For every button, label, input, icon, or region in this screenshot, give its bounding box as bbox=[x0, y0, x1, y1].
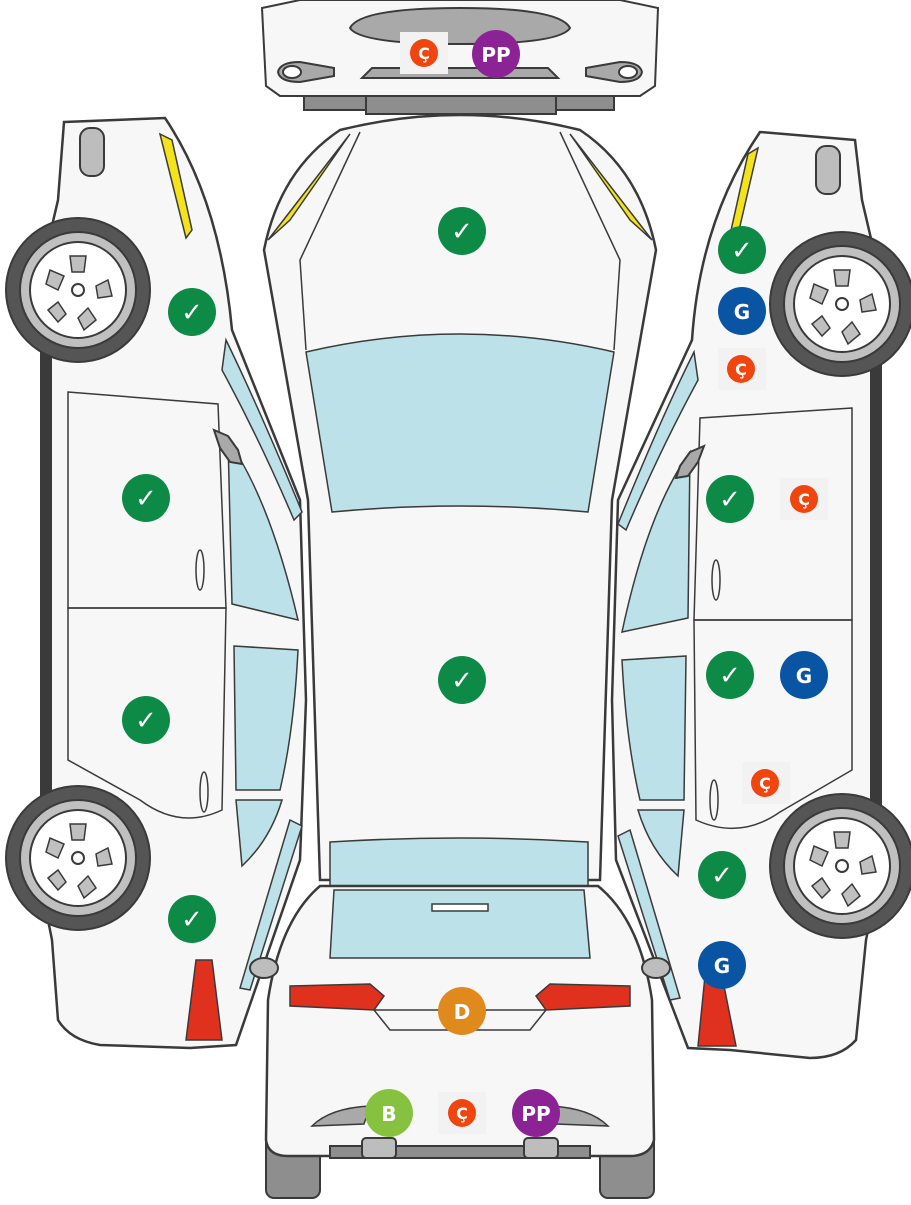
rear-mirror-right bbox=[642, 958, 670, 978]
front-bumper-lip bbox=[366, 96, 556, 114]
front-view bbox=[262, 0, 658, 114]
rear-glass bbox=[330, 890, 590, 958]
front-pp-label: PP bbox=[481, 43, 510, 67]
left-side-view bbox=[6, 118, 306, 1048]
roof-ok-label: ✓ bbox=[451, 666, 473, 696]
left-front-door-ok-badge[interactable]: ✓ bbox=[122, 474, 170, 522]
rear-view bbox=[250, 886, 670, 1198]
right-front-fender-painted-label: G bbox=[734, 300, 750, 324]
right-front-door-scratch-badge[interactable]: Ç bbox=[780, 478, 828, 520]
right-rear-fender-ok-badge[interactable]: ✓ bbox=[698, 851, 746, 899]
right-rear-door-scratch-badge[interactable]: Ç bbox=[742, 762, 790, 804]
left-rocker-panel bbox=[40, 300, 52, 820]
rear-mirror-left bbox=[250, 958, 278, 978]
roof-ok-badge[interactable]: ✓ bbox=[438, 656, 486, 704]
right-front-door-ok-label: ✓ bbox=[719, 485, 741, 515]
right-rear-wheel bbox=[770, 794, 911, 938]
trunk-dent-badge[interactable]: D bbox=[438, 987, 486, 1035]
rear-bumper-b-badge[interactable]: B bbox=[365, 1089, 413, 1137]
right-front-wheel bbox=[770, 232, 911, 376]
rear-pp-label: PP bbox=[521, 1102, 550, 1126]
right-rear-fender-painted-label: G bbox=[714, 954, 730, 978]
right-rear-door-ok-badge[interactable]: ✓ bbox=[706, 651, 754, 699]
right-front-door-scratch-label: Ç bbox=[798, 490, 810, 509]
front-scratch-label: Ç bbox=[418, 44, 430, 63]
right-rocker-panel bbox=[870, 300, 882, 820]
front-fog-right-lens bbox=[619, 66, 637, 78]
right-rear-door-painted-badge[interactable]: G bbox=[780, 651, 828, 699]
rear-scratch-badge[interactable]: Ç bbox=[438, 1092, 486, 1134]
left-front-fender-ok-badge[interactable]: ✓ bbox=[168, 288, 216, 336]
right-rear-door-scratch-label: Ç bbox=[759, 774, 771, 793]
front-lower-vent bbox=[362, 68, 558, 78]
left-rear-fender-ok-badge[interactable]: ✓ bbox=[168, 895, 216, 943]
rear-window bbox=[330, 838, 588, 888]
left-front-door-ok-label: ✓ bbox=[135, 484, 157, 514]
left-rear-door-ok-label: ✓ bbox=[135, 706, 157, 736]
right-rear-fender-painted-badge[interactable]: G bbox=[698, 941, 746, 989]
right-front-fender-ok-badge[interactable]: ✓ bbox=[718, 226, 766, 274]
right-rear-fender-ok-label: ✓ bbox=[711, 861, 733, 891]
left-front-wheel bbox=[6, 218, 150, 362]
trunk-dent-label: D bbox=[454, 1000, 471, 1024]
left-front-bumper-detail bbox=[80, 128, 104, 176]
left-rear-fender-ok-label: ✓ bbox=[181, 905, 203, 935]
front-fog-left-lens bbox=[283, 66, 301, 78]
right-rear-door-painted-label: G bbox=[796, 664, 812, 688]
front-grille bbox=[350, 8, 570, 44]
exhaust-left bbox=[362, 1138, 396, 1158]
left-rear-door-ok-badge[interactable]: ✓ bbox=[122, 696, 170, 744]
right-front-fender-scratch-label: Ç bbox=[735, 360, 747, 379]
exhaust-right bbox=[524, 1138, 558, 1158]
front-pp-badge[interactable]: PP bbox=[472, 30, 520, 78]
left-front-fender-ok-label: ✓ bbox=[181, 298, 203, 328]
rear-bumper-b-label: B bbox=[381, 1102, 396, 1126]
right-front-door-ok-badge[interactable]: ✓ bbox=[706, 475, 754, 523]
third-brake-light bbox=[432, 904, 488, 911]
hood-ok-label: ✓ bbox=[451, 217, 473, 247]
front-scratch-badge[interactable]: Ç bbox=[400, 32, 448, 74]
right-front-fender-scratch-badge[interactable]: Ç bbox=[718, 348, 766, 390]
rear-taillight-right bbox=[536, 984, 630, 1010]
rear-pp-badge[interactable]: PP bbox=[512, 1089, 560, 1137]
rear-scratch-label: Ç bbox=[456, 1104, 468, 1123]
windshield bbox=[306, 334, 614, 512]
left-rear-wheel bbox=[6, 786, 150, 930]
hood-ok-badge[interactable]: ✓ bbox=[438, 207, 486, 255]
right-side-view bbox=[612, 132, 911, 1058]
right-rear-door-ok-label: ✓ bbox=[719, 661, 741, 691]
rear-taillight-left bbox=[290, 984, 384, 1010]
right-front-bumper-detail bbox=[816, 146, 840, 194]
right-front-fender-painted-badge[interactable]: G bbox=[718, 287, 766, 335]
right-front-fender-ok-label: ✓ bbox=[731, 236, 753, 266]
